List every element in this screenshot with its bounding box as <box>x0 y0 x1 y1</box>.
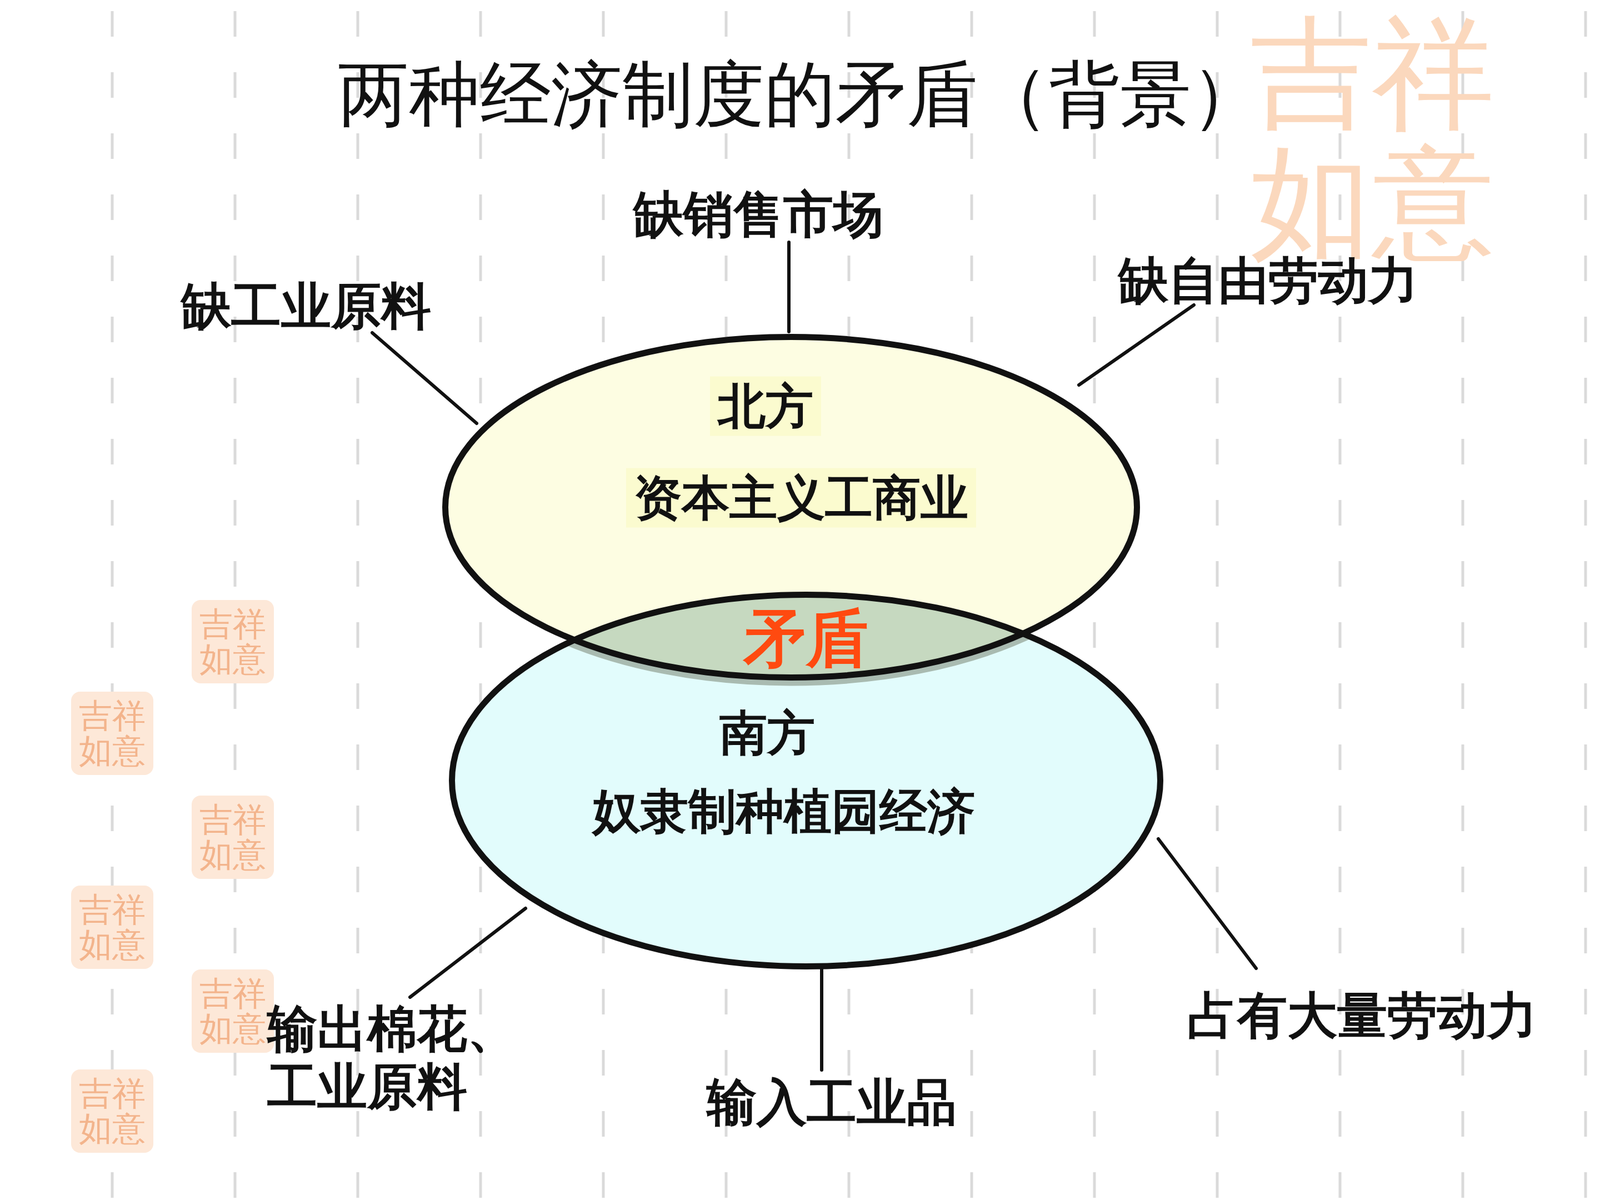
region-heading: 南方 <box>711 703 823 763</box>
watermark-seal: 吉祥如意 <box>191 600 274 684</box>
watermark-seal: 吉祥如意 <box>191 969 274 1053</box>
leader-line <box>1158 838 1257 969</box>
watermark-seal: 吉祥如意 <box>1250 10 1495 267</box>
overlap-label: 矛盾 <box>743 602 869 675</box>
overlap-shadow <box>445 341 1138 683</box>
watermark-seal: 吉祥如意 <box>71 885 154 969</box>
callout-text: 输出棉花、工业原料 <box>267 1000 528 1117</box>
title: 两种经济制度的矛盾（背景） <box>0 55 1600 134</box>
watermark-seal: 吉祥如意 <box>191 795 274 879</box>
region-body: 资本主义工商业 <box>626 468 977 528</box>
callout-text: 缺工业原料 <box>181 277 432 335</box>
leader-line <box>787 242 791 332</box>
ellipse-fill <box>452 595 1161 967</box>
overlap-fill <box>445 337 1138 678</box>
region-heading: 北方 <box>710 376 822 437</box>
leader-line <box>820 954 824 1070</box>
ellipse-outline <box>445 337 1138 678</box>
watermark-seal: 吉祥如意 <box>71 691 154 775</box>
ellipse-outline <box>452 595 1161 967</box>
callout-text: 缺自由劳动力 <box>1118 251 1419 310</box>
callout-text: 占有大量劳动力 <box>1187 986 1538 1045</box>
ellipse-fill <box>445 337 1138 678</box>
leader-line <box>410 908 526 998</box>
callout-text: 缺销售市场 <box>633 185 884 244</box>
callout-text: 输入工业品 <box>706 1073 957 1132</box>
leader-line <box>1078 305 1194 385</box>
leader-line <box>372 332 477 424</box>
watermark-seal: 吉祥如意 <box>71 1069 154 1153</box>
region-body: 奴隶制种植园经济 <box>585 781 983 842</box>
ellipse-outline <box>445 337 1138 678</box>
